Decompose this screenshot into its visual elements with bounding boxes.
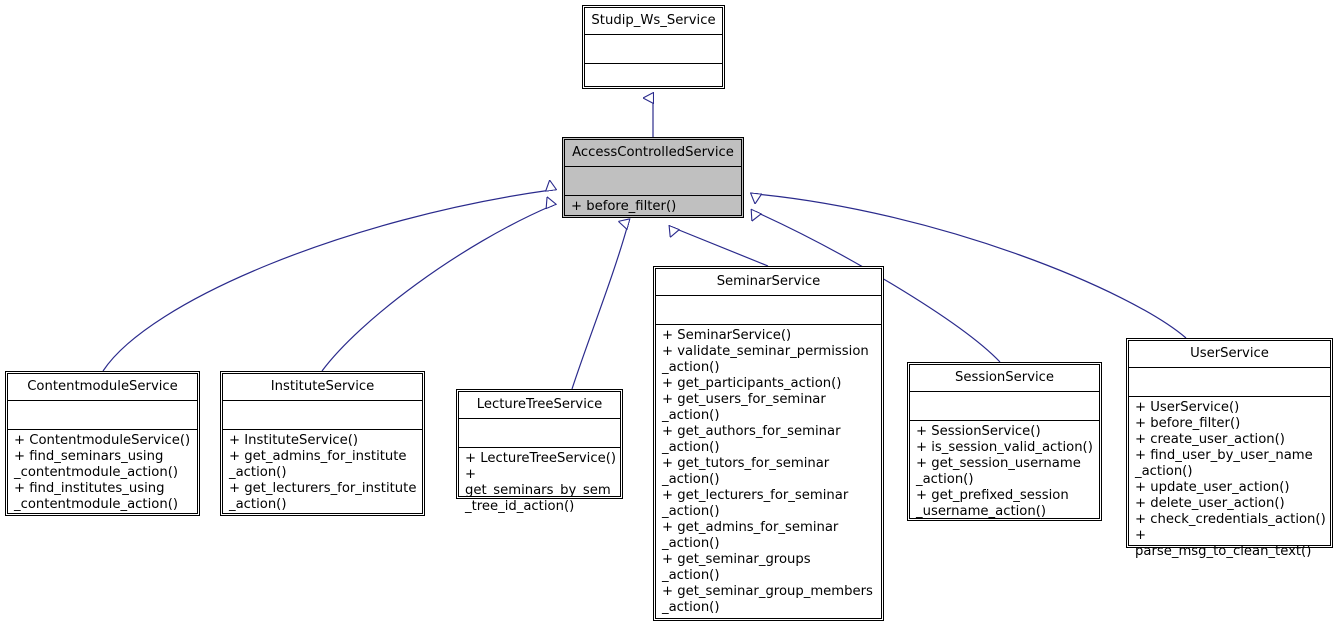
class-box-studip-ws-service[interactable]: Studip_Ws_Service <box>582 5 725 89</box>
operation-item: + get_prefixed_session _username_action(… <box>916 488 1069 519</box>
operation-item: + delete_user_action() <box>1135 496 1285 511</box>
operation-item: + get_session_username _action() <box>916 456 1081 487</box>
operation-item: + create_user_action() <box>1135 432 1285 447</box>
operation-item: + parse_msg_to_clean_text() <box>1135 528 1312 559</box>
class-operations-seminar-service: + SeminarService() + validate_seminar_pe… <box>656 325 881 620</box>
class-name-institute-service: InstituteService <box>223 374 422 401</box>
class-operations-studip-ws-service <box>585 64 722 86</box>
class-attributes-user-service <box>1129 368 1330 397</box>
operation-item: + find_user_by_user_name _action() <box>1135 448 1313 479</box>
operation-item: + get_seminar_group_members _action() <box>662 584 873 615</box>
class-operations-lecture-tree-service: + LectureTreeService() + get_seminars_by… <box>459 448 620 519</box>
class-name-user-service: UserService <box>1129 341 1330 368</box>
operation-item: + get_seminar_groups _action() <box>662 552 811 583</box>
operation-item: + get_tutors_for_seminar _action() <box>662 456 830 487</box>
operation-item: + get_authors_for_seminar _action() <box>662 424 841 455</box>
operation-item: + find_seminars_using _contentmodule_act… <box>14 449 178 480</box>
operation-item: + get_admins_for_institute _action() <box>229 449 407 480</box>
class-attributes-access-controlled-service <box>565 167 741 196</box>
operation-item: + get_users_for_seminar _action() <box>662 392 826 423</box>
class-box-contentmodule-service[interactable]: ContentmoduleService + ContentmoduleServ… <box>5 371 200 516</box>
operation-item: + UserService() <box>1135 400 1240 415</box>
class-operations-session-service: + SessionService() + is_session_valid_ac… <box>910 421 1099 524</box>
operation-item: + is_session_valid_action() <box>916 440 1093 455</box>
operation-item: + get_participants_action() <box>662 376 842 391</box>
edge-lecturetree-to-access <box>571 224 628 390</box>
class-box-session-service[interactable]: SessionService + SessionService() + is_s… <box>907 362 1102 521</box>
class-operations-access-controlled-service: + before_filter() <box>565 196 741 219</box>
class-name-contentmodule-service: ContentmoduleService <box>8 374 197 401</box>
operation-item: + validate_seminar_permission _action() <box>662 344 869 375</box>
edge-contentmodule-to-access <box>102 190 551 372</box>
operation-item: + get_admins_for_seminar _action() <box>662 520 839 551</box>
operation-item: + before_filter() <box>571 199 677 214</box>
class-box-institute-service[interactable]: InstituteService + InstituteService() + … <box>220 371 425 516</box>
class-name-seminar-service: SeminarService <box>656 269 881 296</box>
class-box-user-service[interactable]: UserService + UserService() + before_fil… <box>1126 338 1333 559</box>
operation-item: + find_institutes_using _contentmodule_a… <box>14 481 178 512</box>
class-attributes-lecture-tree-service <box>459 419 620 448</box>
operation-item: + update_user_action() <box>1135 480 1290 495</box>
operation-item: + get_lecturers_for_seminar _action() <box>662 488 849 519</box>
class-operations-contentmodule-service: + ContentmoduleService() + find_seminars… <box>8 430 197 517</box>
operation-item: + LectureTreeService() <box>465 451 616 466</box>
class-name-access-controlled-service: AccessControlledService <box>565 140 741 167</box>
class-attributes-seminar-service <box>656 296 881 325</box>
operation-item: + before_filter() <box>1135 416 1241 431</box>
class-attributes-contentmodule-service <box>8 401 197 430</box>
operation-item: + SeminarService() <box>662 328 792 343</box>
class-attributes-session-service <box>910 392 1099 421</box>
class-operations-institute-service: + InstituteService() + get_admins_for_in… <box>223 430 422 517</box>
class-box-seminar-service[interactable]: SeminarService + SeminarService() + vali… <box>653 266 884 621</box>
class-attributes-institute-service <box>223 401 422 430</box>
operation-item: + get_seminars_by_sem _tree_id_action() <box>465 467 611 514</box>
class-name-lecture-tree-service: LectureTreeService <box>459 392 620 419</box>
operation-item: + SessionService() <box>916 424 1041 439</box>
operation-item: + get_lecturers_for_institute _action() <box>229 481 417 512</box>
edge-seminar-to-access <box>674 228 769 267</box>
class-operations-user-service: + UserService() + before_filter() + crea… <box>1129 397 1330 564</box>
class-box-lecture-tree-service[interactable]: LectureTreeService + LectureTreeService(… <box>456 389 623 514</box>
operation-item: + check_credentials_action() <box>1135 512 1326 527</box>
class-name-session-service: SessionService <box>910 365 1099 392</box>
operation-item: + ContentmoduleService() <box>14 433 191 448</box>
operation-item: + InstituteService() <box>229 433 359 448</box>
class-name-studip-ws-service: Studip_Ws_Service <box>585 8 722 35</box>
edge-institute-to-access <box>321 206 551 372</box>
class-box-access-controlled-service[interactable]: AccessControlledService + before_filter(… <box>562 137 744 218</box>
class-attributes-studip-ws-service <box>585 35 722 64</box>
